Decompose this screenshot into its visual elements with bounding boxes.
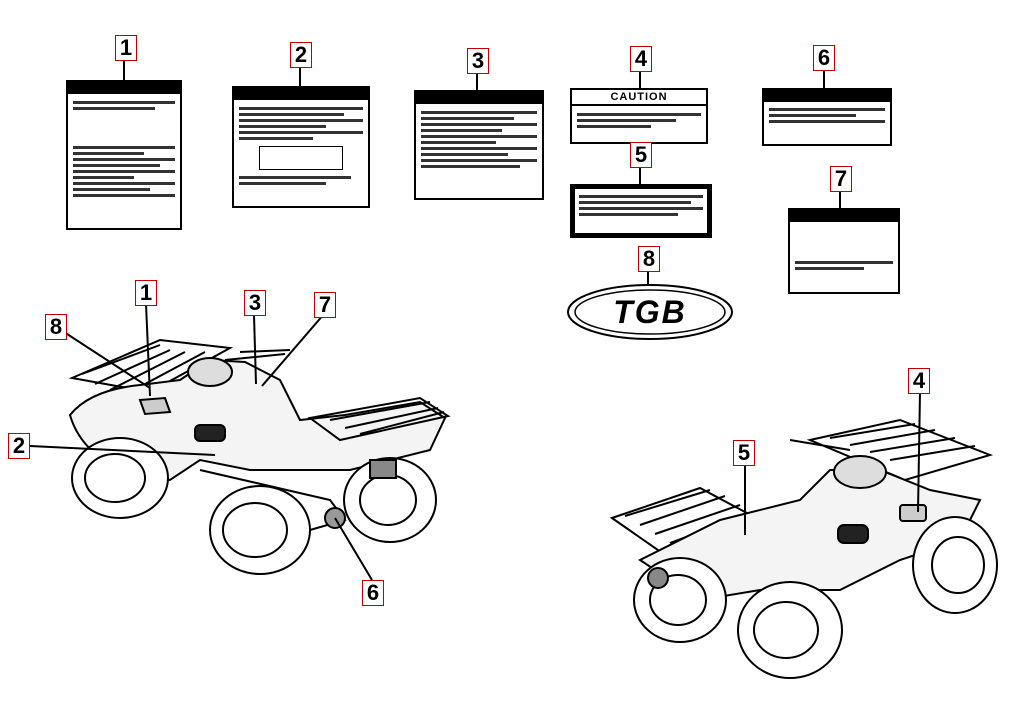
callout-front-1: 1	[135, 280, 157, 306]
atv-rear-view	[609, 418, 998, 679]
callout-decal-5: 5	[630, 142, 652, 168]
callout-front-8: 8	[45, 314, 67, 340]
callout-decal-1: 1	[115, 35, 137, 61]
callout-front-7: 7	[314, 292, 336, 318]
decal-7-warning	[788, 208, 900, 294]
tgb-logo	[567, 284, 733, 340]
callout-front-6: 6	[362, 580, 384, 606]
decal-leader-lines	[123, 60, 841, 285]
decal-4-caution: CAUTION	[570, 88, 708, 144]
decal-5-notice	[570, 184, 712, 238]
tgb-logo-text: TGB	[613, 294, 687, 330]
callout-rear-5: 5	[733, 440, 755, 466]
decal-1-warning	[66, 80, 182, 230]
callout-front-3: 3	[244, 290, 266, 316]
decal-2-tire-pressure	[232, 86, 370, 208]
atv-front-view	[68, 338, 451, 575]
callout-decal-2: 2	[290, 42, 312, 68]
callout-decal-4: 4	[630, 46, 652, 72]
caution-heading: CAUTION	[572, 90, 706, 106]
callout-decal-6: 6	[813, 45, 835, 71]
callout-rear-4: 4	[908, 368, 930, 394]
callout-decal-8: 8	[638, 246, 660, 272]
vehicle-leader-lines	[29, 303, 921, 581]
decal-3-operation	[414, 90, 544, 200]
callout-decal-7: 7	[830, 166, 852, 192]
callout-decal-3: 3	[467, 48, 489, 74]
callout-front-2: 2	[8, 433, 30, 459]
decal-6-warning	[762, 88, 892, 146]
